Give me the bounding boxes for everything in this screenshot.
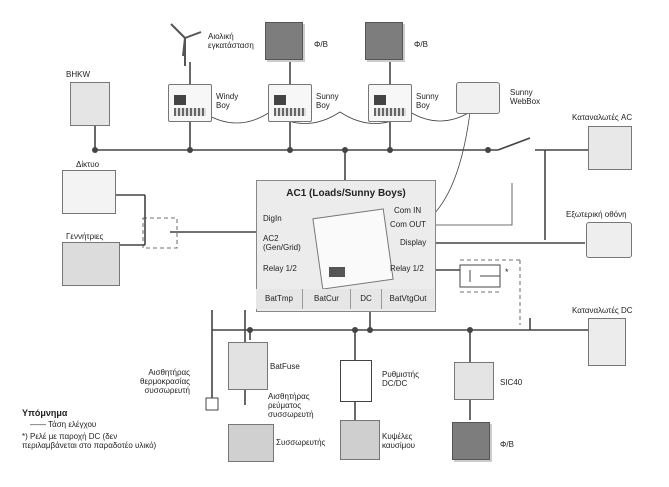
fuel-cell-unit: [340, 420, 380, 460]
consumers-ac-label: Καταναλωτές AC: [572, 113, 633, 122]
hub-title: AC1 (Loads/Sunny Boys): [286, 188, 406, 199]
pv-panel-2: [365, 22, 403, 60]
hub-battmp: BatTmp: [256, 289, 303, 309]
temp-sensor-label: Αισθητήρας θερμοκρασίας συσσωρευτή: [140, 368, 190, 395]
bhkw-label: BHKW: [66, 70, 90, 79]
legend-control-voltage: —— Τάση ελέγχου: [30, 420, 97, 429]
ext-display-label: Εξωτερική οθόνη: [566, 210, 627, 219]
hub-relay-right: Relay 1/2: [390, 264, 424, 273]
wind-turbine-icon: [170, 23, 202, 66]
pv-panel-1: [265, 22, 303, 60]
batteries-label: Συσσωρευτής: [276, 438, 326, 447]
grid-label: Δίκτυο: [76, 160, 100, 169]
legend-note: *) Ρελέ με παροχή DC (δεν περιλαμβάνεται…: [22, 432, 157, 450]
battery-unit: [228, 424, 274, 462]
bhkw-unit: [70, 82, 110, 126]
generators-label: Γεννήτριες: [66, 232, 104, 241]
generator-unit: [62, 242, 120, 286]
ac-bus-switch: [497, 137, 531, 151]
pv3-label: Φ/Β: [500, 440, 514, 449]
hub-digin: DigIn: [263, 214, 282, 223]
pv-panel-3: [452, 422, 490, 460]
windy-boy-label: Windy Boy: [216, 92, 239, 110]
hub-com-out: Com OUT: [390, 220, 426, 229]
inverter-display-icon: [329, 267, 345, 277]
webbox-to-com-in: [429, 111, 471, 219]
sic40-label: SIC40: [500, 378, 523, 387]
grid-unit: [62, 170, 116, 214]
hub-batcur: BatCur: [303, 289, 351, 309]
sunny-boy-inverter-1: [268, 84, 312, 122]
sic40-unit: [454, 362, 494, 400]
windy-boy-inverter: [168, 84, 212, 122]
hub-dc: DC: [351, 289, 382, 309]
sunny-webbox-unit: [456, 82, 500, 114]
webbox-label: Sunny WebBox: [510, 88, 541, 106]
batfuse-label: BatFuse: [270, 362, 300, 371]
pv1-label: Φ/Β: [314, 40, 328, 49]
fuel-cells-label: Κυψέλες καυσίμου: [382, 432, 416, 450]
changeover-relay-dashed: [142, 217, 178, 249]
com-out-line: [435, 183, 513, 226]
dcdc-label: Ρυθμιστής DC/DC: [382, 370, 419, 388]
sunny-island-inverter: [312, 208, 394, 290]
hub-ac2: AC2 (Gen/Grid): [263, 234, 301, 252]
dcdc-converter-unit: [340, 360, 372, 402]
relay-star: *: [505, 267, 509, 277]
consumers-ac-unit: [588, 126, 632, 170]
ext-display-unit: [586, 222, 632, 258]
current-sensor-label: Αισθητήρας ρεύματος συσσωρευτή: [268, 392, 314, 419]
communication-cable: [199, 109, 471, 124]
sunny-boy-inverter-2: [368, 84, 412, 122]
legend-title: Υπόμνημα: [22, 408, 68, 418]
hub-relay-left: Relay 1/2: [263, 264, 297, 273]
wind-label: Αιολική εγκατάσταση: [208, 32, 254, 50]
consumers-dc-label: Καταναλωτές DC: [572, 306, 633, 315]
hub-com-in: Com IN: [394, 206, 422, 215]
pv2-label: Φ/Β: [414, 40, 428, 49]
consumers-dc-unit: [588, 318, 626, 366]
sunny-boy-2-label: Sunny Boy: [416, 92, 439, 110]
batfuse-unit: [228, 342, 268, 390]
sensor-symbol: [205, 397, 219, 411]
hub-display: Display: [400, 238, 427, 247]
hub-batvtgout: BatVtgOut: [382, 289, 434, 309]
sunny-boy-1-label: Sunny Boy: [316, 92, 339, 110]
